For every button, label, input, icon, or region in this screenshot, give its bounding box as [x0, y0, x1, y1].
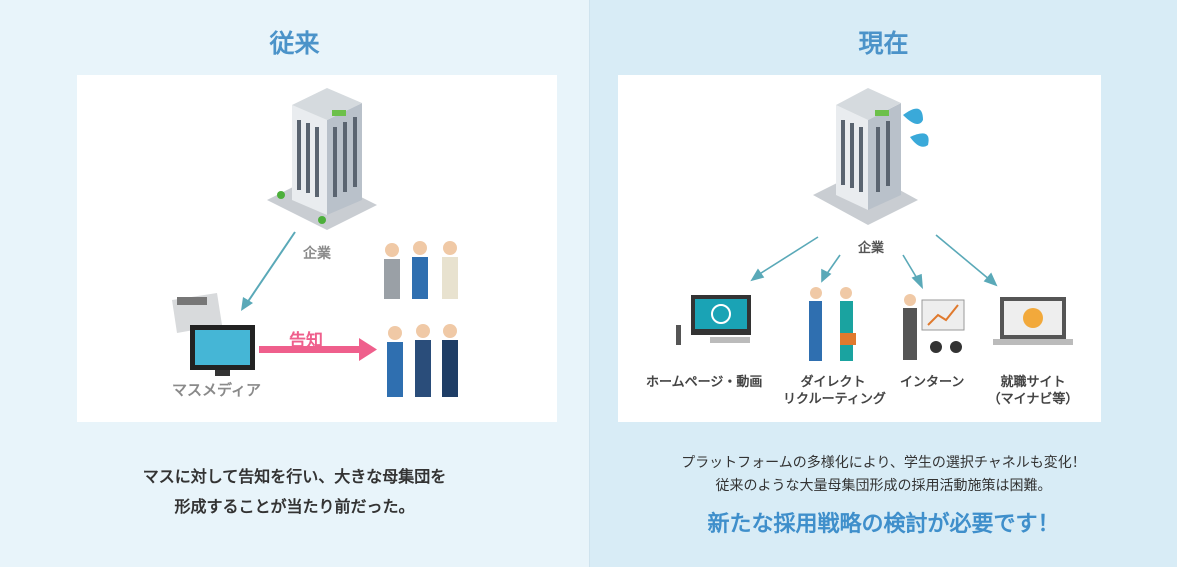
tv-icon	[190, 325, 255, 376]
label-line: ダイレクト	[800, 375, 866, 390]
channel-arrows	[750, 234, 998, 290]
handshake-icon	[809, 287, 856, 361]
illustration-box: 企業 ホームページ・動画 ダイレクトリクルーティング インターン 就職サイト （マ…	[618, 75, 1101, 422]
company-label: 企業	[303, 246, 331, 262]
intern-presentation-icon	[903, 294, 965, 360]
description-line-2: 形成することが当たり前だった。	[174, 497, 415, 516]
description-line-1: マスに対して告知を行い、大きな母集団を	[142, 467, 447, 486]
right-panel-current: 現在 企業 ホームページ・動画	[590, 0, 1177, 567]
description-line-1: プラットフォームの多様化により、学生の選択チャネルも変化！	[681, 455, 1086, 471]
label-line: 就職サイト	[1000, 375, 1066, 390]
announce-arrow	[259, 338, 377, 361]
description-line-2: 従来のような大量母集団形成の採用活動施策は困難。	[715, 478, 1052, 494]
sweat-drop-icon	[903, 108, 923, 124]
job-site-laptop-icon	[993, 297, 1073, 345]
label-line: リクルーティング	[783, 392, 886, 407]
panel-title: 従来	[269, 29, 320, 58]
left-panel-traditional: 従来	[77, 29, 557, 516]
building-icon	[267, 88, 377, 230]
illustration-box: 企業 告知 マスメディア	[77, 75, 557, 422]
traditional-illustration	[172, 88, 458, 397]
call-to-action-text: 新たな採用戦略の検討が必要です！	[707, 512, 1060, 537]
panel-divider	[589, 0, 590, 567]
mass-media-label: マスメディア	[172, 381, 261, 399]
newspaper-icon	[172, 293, 222, 333]
panel-title: 現在	[858, 29, 909, 58]
company-label: 企業	[858, 241, 885, 256]
announce-label: 告知	[289, 331, 323, 351]
building-icon	[813, 88, 929, 225]
label-line: （マイナビ等）	[987, 392, 1079, 407]
current-illustration	[676, 88, 1073, 361]
arrow-company-to-media	[246, 231, 296, 304]
channel-homepage-label: ホームページ・動画	[646, 375, 763, 390]
channel-direct-recruiting-label: ダイレクトリクルーティング	[783, 374, 886, 408]
people-group-icon	[384, 241, 458, 397]
homepage-monitor-icon	[676, 295, 751, 345]
channel-intern-label: インターン	[900, 375, 965, 390]
channel-job-site-label: 就職サイト （マイナビ等）	[983, 374, 1083, 408]
